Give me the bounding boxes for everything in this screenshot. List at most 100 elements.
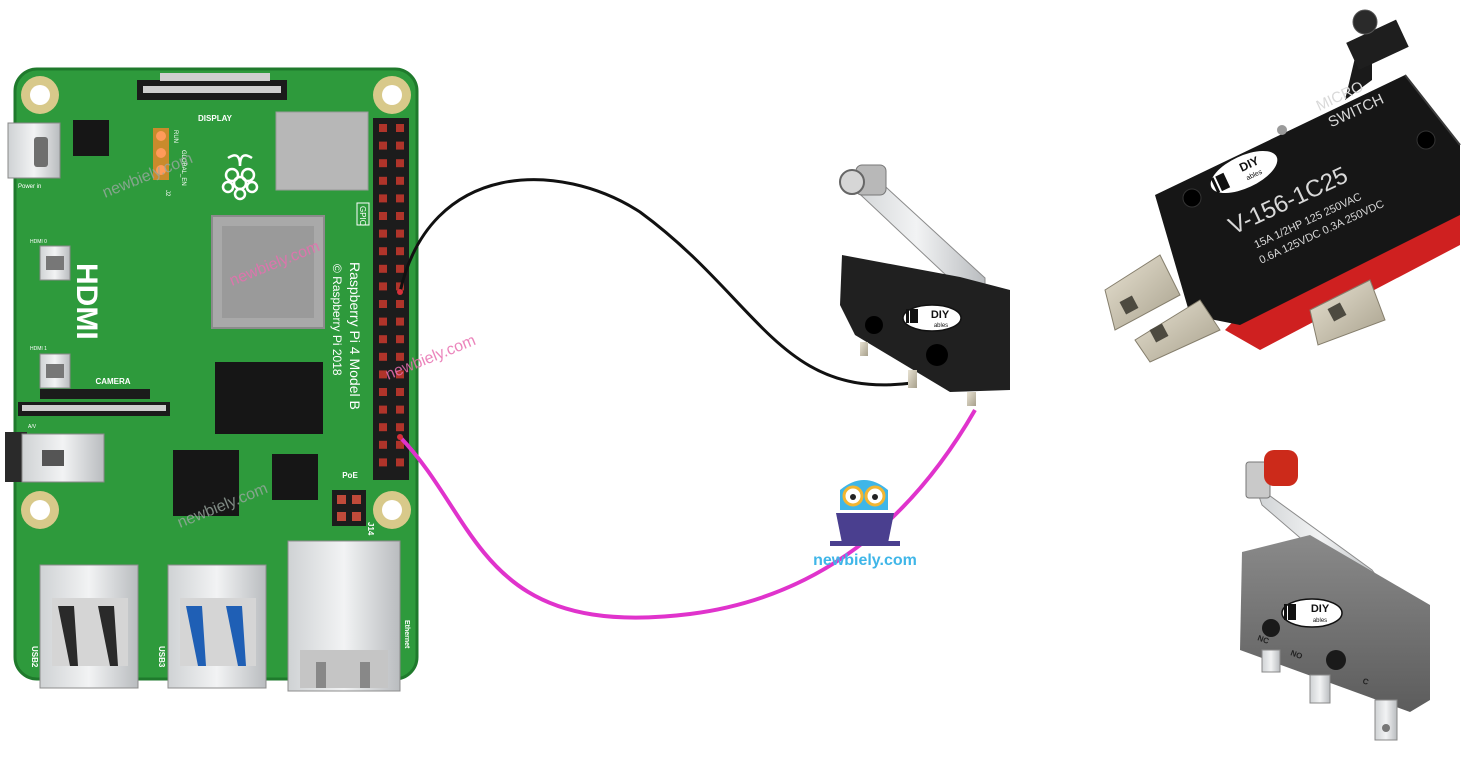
ram-chip (215, 362, 323, 434)
gpio-pin (379, 335, 387, 344)
usb3-port (167, 564, 267, 689)
newbiely-logo-text: newbiely.com (813, 552, 917, 569)
switch-roller (839, 169, 865, 195)
gpio-pin (379, 159, 387, 168)
gpio-pin (396, 212, 404, 220)
hdmi-label: HDMI (70, 263, 103, 340)
gpio-pin (396, 458, 404, 467)
large-switch-tab-1 (1104, 254, 1181, 331)
gpio-pin (379, 176, 387, 185)
gpio-pin (379, 317, 387, 326)
large-switch-tab-3 (1309, 279, 1386, 346)
gpio-pin (396, 317, 404, 326)
gpio-pin (379, 300, 387, 308)
usb2-port (39, 564, 139, 689)
wifi-shield (275, 111, 369, 191)
raspberry-logo-icon (221, 154, 259, 201)
usb3-label: USB3 (157, 646, 166, 668)
gpio-pin (396, 159, 404, 168)
gpio-pin (379, 124, 387, 132)
grey-switch-brand-text: DIY (1311, 603, 1330, 615)
model-label: Raspberry Pi 4 Model B (347, 262, 363, 410)
wire-black-pin (397, 289, 403, 295)
ethernet-port (287, 540, 401, 692)
grey-switch-pin-nc (1261, 649, 1281, 673)
gpio-pin (379, 282, 387, 291)
micro-switch-grey: DIY ables NC NO C (1240, 450, 1430, 741)
j14-label: J14 (366, 522, 375, 536)
ethernet-chip (272, 454, 318, 500)
gpio-label: GPIO (358, 206, 367, 226)
gpio-pin (379, 194, 387, 203)
gpio-pin (379, 388, 387, 396)
grey-switch-brand-logo (1281, 598, 1343, 628)
gpio-pin (379, 405, 387, 414)
gpio-pin (379, 212, 387, 220)
gpio-pin (379, 458, 387, 467)
gpio-pin (396, 440, 404, 449)
grey-switch-label-c: C (1361, 676, 1370, 687)
j2-label: J2 (164, 190, 170, 197)
newbiely-owl-logo (830, 480, 900, 546)
grey-switch-label-nc: NC (1256, 633, 1270, 645)
gpio-pin (379, 141, 387, 150)
gpio-pin (379, 423, 387, 432)
global-en-label: GLOBAL_EN (180, 150, 186, 186)
power-label: Power in (18, 184, 41, 190)
usb2-label: USB2 (30, 646, 39, 668)
display-label: DISPLAY (198, 114, 233, 123)
large-switch-screw (1277, 125, 1287, 135)
gpio-pin (396, 229, 404, 238)
gpio-pins (379, 124, 404, 467)
grey-switch-roller (1264, 450, 1298, 486)
gpio-pin (396, 388, 404, 396)
hdmi1-port (39, 353, 71, 389)
grey-switch-body (1240, 535, 1430, 712)
laptop-icon (836, 513, 894, 543)
grey-switch-pin-no (1309, 674, 1331, 704)
usb-controller-chip (173, 450, 239, 516)
ethernet-label: Ethernet (403, 620, 410, 649)
grey-switch-pin-c (1374, 699, 1398, 741)
switch-brand-text: DIY (931, 309, 950, 321)
gpio-pin (396, 124, 404, 132)
grey-switch-label-no: NO (1289, 648, 1303, 661)
wire-black (398, 178, 913, 387)
hdmi0-port (39, 245, 71, 281)
gpio-pin (379, 440, 387, 449)
gpio-pin (396, 370, 404, 379)
micro-switch-large: DIY ables MICRO SWITCH V-156-1C25 15A 1/… (1104, 9, 1461, 363)
gpio-pin (379, 352, 387, 361)
j2-header (153, 128, 169, 180)
gpio-pin (379, 247, 387, 256)
copyright-label: © Raspberry Pi 2018 (330, 264, 344, 376)
gpio-pin (396, 423, 404, 432)
gpio-pin (396, 264, 404, 273)
gpio-pin (396, 352, 404, 361)
gpio-pin (379, 264, 387, 273)
poe-header (332, 490, 366, 526)
gpio-pin (396, 247, 404, 256)
camera-label: CAMERA (95, 377, 130, 386)
av-label: A/V (28, 424, 37, 430)
poe-label: PoE (342, 471, 358, 480)
large-switch-body (1155, 75, 1460, 325)
raspberry-pi-board: DISPLAY Power in RUN GLOBAL_EN J2 (5, 67, 419, 692)
run-label: RUN (172, 130, 178, 143)
chip-small (73, 120, 109, 156)
large-switch-tab-2 (1134, 299, 1221, 363)
gpio-pin (396, 176, 404, 185)
grey-switch-brand-sub: ables (1313, 618, 1327, 624)
mounting-holes (21, 76, 411, 529)
gpio-pin (396, 335, 404, 344)
av-jack (5, 432, 105, 483)
gpio-pin (396, 194, 404, 203)
gpio-pin (396, 405, 404, 414)
gpio-pin (379, 370, 387, 379)
limit-switch-wired: DIY ables (839, 164, 1010, 406)
switch-brand-sub: ables (934, 323, 948, 329)
large-switch-roller (1352, 9, 1378, 35)
gpio-pin (379, 229, 387, 238)
